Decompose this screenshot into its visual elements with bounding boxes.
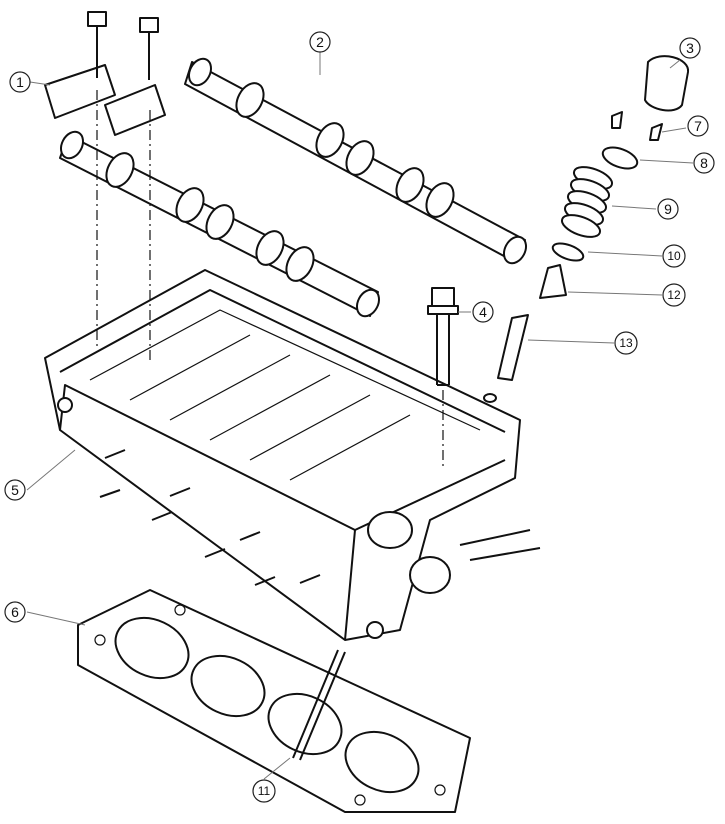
camshaft-bearing-caps [44, 11, 166, 360]
svg-text:12: 12 [667, 288, 681, 302]
callout-10: 10 [662, 244, 686, 268]
svg-text:8: 8 [700, 155, 708, 171]
svg-text:4: 4 [479, 304, 487, 320]
head-gasket [77, 589, 471, 813]
callout-13: 13 [614, 331, 638, 355]
svg-text:1: 1 [16, 74, 24, 90]
intake-camshaft [184, 57, 528, 265]
svg-text:13: 13 [619, 336, 633, 350]
callout-9: 9 [657, 198, 679, 220]
callout-2: 2 [309, 31, 331, 53]
guide-tube [292, 649, 346, 761]
callout-4: 4 [472, 301, 494, 323]
valve-parts [483, 55, 689, 403]
callout-12: 12 [662, 283, 686, 307]
svg-text:5: 5 [11, 482, 19, 498]
callout-5: 5 [4, 479, 26, 501]
svg-text:2: 2 [316, 34, 324, 50]
svg-text:11: 11 [258, 784, 271, 798]
svg-text:3: 3 [686, 40, 694, 56]
studs [99, 449, 321, 586]
exhaust-camshaft [59, 130, 381, 318]
head-bolt [427, 287, 459, 470]
svg-text:7: 7 [694, 118, 702, 134]
callout-1: 1 [9, 71, 31, 93]
cylinder-head [44, 269, 541, 641]
svg-text:6: 6 [11, 604, 19, 620]
callout-7: 7 [687, 115, 709, 137]
callout-11: 11 [252, 779, 276, 803]
svg-text:10: 10 [667, 249, 681, 263]
callout-3: 3 [679, 37, 701, 59]
callout-8: 8 [693, 152, 715, 174]
svg-text:9: 9 [664, 201, 672, 217]
leader-lines [26, 52, 694, 780]
callout-6: 6 [4, 601, 26, 623]
